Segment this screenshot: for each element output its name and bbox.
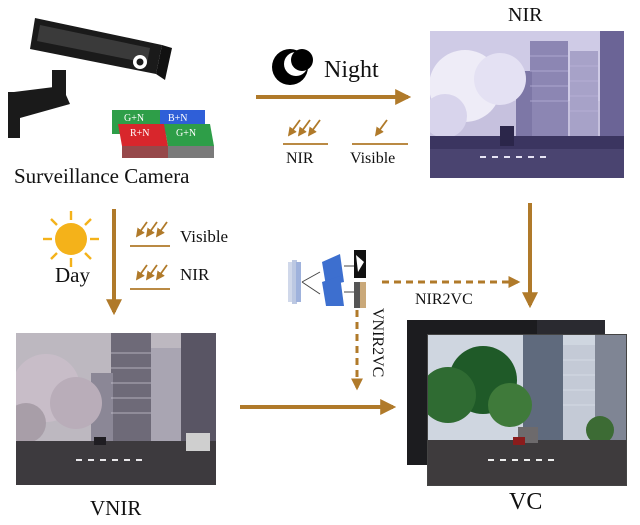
nir-top-label: NIR <box>508 4 543 26</box>
vc-label: VC <box>509 489 543 515</box>
vnir2vc-label: VNIR2VC <box>369 308 386 378</box>
visible-ray-icon <box>352 119 408 145</box>
mosaic-label-tl: G+N <box>124 113 145 124</box>
day-nir-rays-icon <box>130 264 170 290</box>
camera-label: Surveillance Camera <box>14 164 190 188</box>
day-visible-label: Visible <box>180 227 229 246</box>
mosaic-label-br: G+N <box>176 128 197 139</box>
surveillance-camera-icon <box>8 18 172 138</box>
visible-small-label: Visible <box>350 150 396 167</box>
vnir-image <box>16 333 216 485</box>
day-visible-rays-icon <box>130 221 170 247</box>
day-nir-label: NIR <box>180 265 210 284</box>
network-icon <box>288 250 366 308</box>
mosaic-cell-gn2 <box>164 124 214 146</box>
nir-image <box>430 31 624 178</box>
nir-small-label: NIR <box>286 150 314 167</box>
nir-rays-icon <box>283 119 328 145</box>
day-label: Day <box>55 263 90 287</box>
nir2vc-label: NIR2VC <box>415 291 473 308</box>
sensor-mosaic <box>112 110 214 158</box>
vnir-label: VNIR <box>90 496 142 520</box>
sun-icon <box>43 211 99 267</box>
mosaic-label-bl: R+N <box>130 128 150 139</box>
night-label: Night <box>324 57 379 83</box>
moon-icon <box>272 49 313 85</box>
mosaic-cell-rn <box>118 124 168 146</box>
mosaic-label-tr: B+N <box>168 113 188 124</box>
vc-image <box>427 334 627 486</box>
